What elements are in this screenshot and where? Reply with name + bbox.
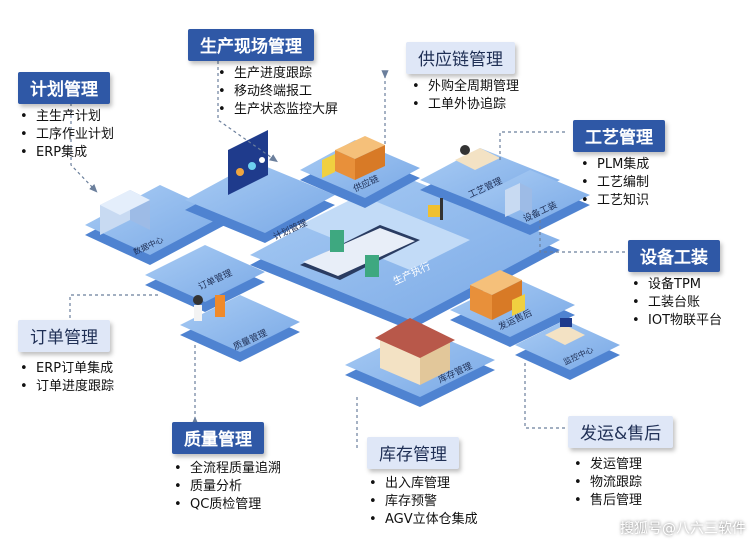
module-process: 工艺管理 PLM集成 工艺编制 工艺知识 xyxy=(573,120,665,210)
module-equipment: 设备工装 设备TPM 工装台账 IOT物联平台 xyxy=(628,240,722,330)
list-item: 订单进度跟踪 xyxy=(18,378,114,396)
module-equipment-title: 设备工装 xyxy=(628,240,720,272)
module-plan: 计划管理 主生产计划 工序作业计划 ERP集成 xyxy=(18,72,114,162)
module-quality: 质量管理 全流程质量追溯 质量分析 QC质检管理 xyxy=(172,422,281,514)
list-item: 生产进度跟踪 xyxy=(216,65,338,83)
module-process-title: 工艺管理 xyxy=(573,120,665,152)
monitor-desk xyxy=(545,318,585,345)
list-item: 工艺知识 xyxy=(579,192,665,210)
list-item: ERP订单集成 xyxy=(18,360,114,378)
connector-lines xyxy=(69,55,625,448)
warehouse-building xyxy=(375,318,455,385)
module-supply-chain: 供应链管理 外购全周期管理 工单外协追踪 xyxy=(406,42,519,114)
list-item: 工序作业计划 xyxy=(18,126,114,144)
list-item: PLM集成 xyxy=(579,156,665,174)
list-item: 移动终端报工 xyxy=(216,83,338,101)
module-quality-items: 全流程质量追溯 质量分析 QC质检管理 xyxy=(172,460,281,514)
module-supply-chain-title: 供应链管理 xyxy=(406,42,515,74)
server-racks xyxy=(100,190,150,235)
watermark: 搜狐号@八六三软件 xyxy=(620,521,746,537)
module-delivery-title: 发运&售后 xyxy=(568,416,674,448)
module-equipment-items: 设备TPM 工装台账 IOT物联平台 xyxy=(630,276,722,330)
list-item: 外购全周期管理 xyxy=(410,78,519,96)
module-inventory-title: 库存管理 xyxy=(367,437,459,469)
module-inventory: 库存管理 出入库管理 库存预警 AGV立体仓集成 xyxy=(367,437,478,529)
quality-worker xyxy=(193,295,225,321)
list-item: 库存预警 xyxy=(367,493,478,511)
list-item: QC质检管理 xyxy=(172,496,281,514)
delivery-truck-supply xyxy=(322,136,385,180)
list-item: ERP集成 xyxy=(18,144,114,162)
delivery-truck-aftersales xyxy=(470,270,525,320)
platform-plan xyxy=(85,185,225,265)
module-order-items: ERP订单集成 订单进度跟踪 xyxy=(18,360,114,396)
list-item: 售后管理 xyxy=(572,492,673,510)
list-item: 生产状态监控大屏 xyxy=(216,101,338,119)
list-item: 出入库管理 xyxy=(367,475,478,493)
list-item: 设备TPM xyxy=(630,276,722,294)
list-item: 工艺编制 xyxy=(579,174,665,192)
module-delivery: 发运&售后 发运管理 物流跟踪 售后管理 xyxy=(568,416,674,510)
forklift xyxy=(428,198,443,220)
module-quality-title: 质量管理 xyxy=(172,422,264,454)
list-item: 发运管理 xyxy=(572,456,673,474)
module-plan-title: 计划管理 xyxy=(18,72,110,104)
list-item: 工装台账 xyxy=(630,294,722,312)
module-order-title: 订单管理 xyxy=(18,320,110,352)
module-production-site-items: 生产进度跟踪 移动终端报工 生产状态监控大屏 xyxy=(216,65,338,119)
module-process-items: PLM集成 工艺编制 工艺知识 xyxy=(579,156,665,210)
platform-order xyxy=(145,245,265,312)
conveyor-line xyxy=(300,225,420,280)
module-production-site: 生产现场管理 生产进度跟踪 移动终端报工 生产状态监控大屏 xyxy=(188,29,338,119)
list-item: 全流程质量追溯 xyxy=(172,460,281,478)
module-production-site-title: 生产现场管理 xyxy=(188,29,314,61)
module-order: 订单管理 ERP订单集成 订单进度跟踪 xyxy=(18,320,114,396)
list-item: 工单外协追踪 xyxy=(410,96,519,114)
module-delivery-items: 发运管理 物流跟踪 售后管理 xyxy=(572,456,673,510)
module-supply-chain-items: 外购全周期管理 工单外协追踪 xyxy=(410,78,519,114)
data-cabinet xyxy=(505,183,532,217)
list-item: AGV立体仓集成 xyxy=(367,511,478,529)
list-item: 主生产计划 xyxy=(18,108,114,126)
module-inventory-items: 出入库管理 库存预警 AGV立体仓集成 xyxy=(367,475,478,529)
process-workstation xyxy=(455,145,500,170)
module-plan-items: 主生产计划 工序作业计划 ERP集成 xyxy=(18,108,114,162)
platform-quality xyxy=(180,295,300,362)
dashboard-screen xyxy=(228,130,268,195)
list-item: IOT物联平台 xyxy=(630,312,722,330)
platform-monitor xyxy=(515,320,620,380)
list-item: 物流跟踪 xyxy=(572,474,673,492)
platform-site xyxy=(185,162,335,243)
list-item: 质量分析 xyxy=(172,478,281,496)
